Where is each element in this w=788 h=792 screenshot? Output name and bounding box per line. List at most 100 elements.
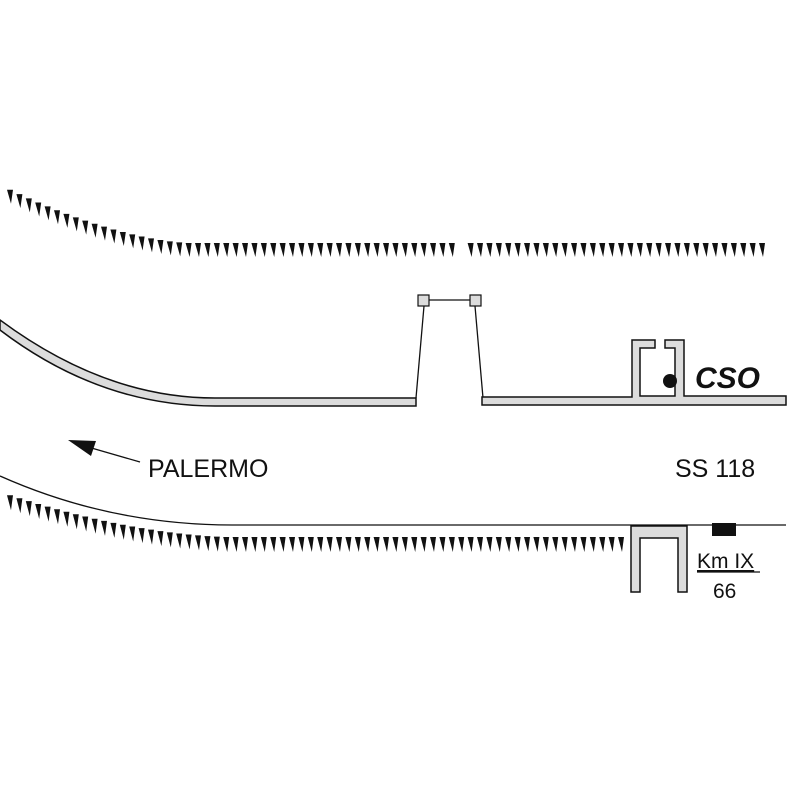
embankment-tick — [608, 243, 615, 257]
embankment-tick — [82, 516, 89, 532]
embankment-tick — [373, 537, 380, 552]
embankment-tick — [223, 536, 230, 552]
embankment-tick — [16, 498, 23, 514]
embankment-tick — [185, 534, 192, 550]
embankment-tick — [54, 210, 60, 225]
bridge-structure — [415, 294, 484, 399]
embankment-tick — [336, 537, 342, 552]
bridge-post-right — [469, 294, 482, 307]
embankment-tick — [101, 520, 107, 536]
embankment-tick — [599, 243, 606, 257]
embankment-tick — [63, 511, 70, 527]
embankment-tick — [702, 243, 709, 257]
embankment-tick — [636, 243, 643, 257]
embankment-tick — [401, 537, 408, 552]
embankment-tick — [204, 536, 211, 552]
embankment-top — [7, 189, 765, 257]
embankment-tick — [129, 526, 136, 542]
embankment-tick — [674, 243, 681, 257]
embankment-tick — [35, 503, 42, 519]
embankment-tick — [552, 243, 559, 257]
embankment-tick — [185, 242, 192, 257]
embankment-tick — [740, 243, 747, 257]
embankment-tick — [467, 537, 474, 552]
embankment-tick — [448, 537, 455, 552]
embankment-tick — [345, 537, 352, 552]
embankment-tick — [270, 243, 277, 257]
embankment-tick — [589, 537, 596, 552]
embankment-tick — [157, 531, 164, 547]
embankment-tick — [383, 537, 389, 552]
embankment-tick — [552, 537, 559, 552]
embankment-tick — [138, 528, 145, 544]
underpass-structure — [630, 525, 688, 593]
embankment-tick — [721, 243, 728, 257]
embankment-tick — [618, 243, 624, 257]
embankment-tick — [232, 243, 239, 257]
direction-arrow — [68, 440, 141, 463]
station-dot — [663, 374, 677, 388]
embankment-tick — [561, 537, 568, 552]
embankment-tick — [82, 220, 89, 235]
km-post-marker — [712, 523, 736, 536]
embankment-tick — [524, 537, 530, 552]
embankment-tick — [646, 243, 653, 257]
embankment-tick — [420, 537, 427, 552]
track-right-segment — [481, 339, 787, 406]
embankment-tick — [542, 243, 549, 257]
embankment-tick — [326, 243, 333, 257]
embankment-tick — [91, 223, 98, 238]
embankment-tick — [392, 243, 399, 257]
embankment-tick — [730, 243, 737, 257]
embankment-tick — [608, 537, 615, 552]
embankment-tick — [486, 537, 493, 552]
embankment-tick — [44, 206, 51, 221]
embankment-tick — [25, 501, 32, 517]
embankment-tick — [242, 537, 248, 552]
embankment-tick — [289, 537, 295, 552]
embankment-tick — [148, 529, 154, 545]
embankment-tick — [580, 243, 587, 257]
embankment-tick — [477, 537, 483, 552]
embankment-tick — [289, 243, 295, 257]
embankment-tick — [298, 243, 305, 257]
embankment-tick — [655, 243, 662, 257]
embankment-tick — [195, 535, 201, 551]
embankment-tick — [383, 243, 389, 257]
embankment-tick — [749, 243, 756, 257]
embankment-tick — [260, 243, 267, 257]
direction-label: PALERMO — [148, 455, 268, 483]
embankment-tick — [505, 537, 512, 552]
embankment-tick — [129, 234, 136, 249]
embankment-tick — [495, 243, 502, 257]
embankment-tick — [411, 537, 418, 552]
embankment-tick — [571, 243, 577, 257]
embankment-tick — [326, 537, 333, 552]
km-value: 66 — [713, 580, 736, 603]
embankment-tick — [251, 243, 258, 257]
embankment-tick — [110, 522, 117, 538]
embankment-tick — [589, 243, 596, 257]
track-left-segment — [0, 319, 417, 407]
embankment-tick — [411, 243, 418, 257]
road-name-label: SS 118 — [675, 455, 755, 483]
embankment-tick — [63, 213, 70, 228]
embankment-tick — [759, 243, 765, 257]
embankment-tick — [213, 536, 220, 552]
embankment-tick — [44, 506, 51, 522]
embankment-tick — [599, 537, 606, 552]
embankment-tick — [251, 537, 258, 552]
embankment-tick — [204, 243, 211, 257]
embankment-tick — [110, 229, 117, 244]
embankment-tick — [580, 537, 587, 552]
embankment-tick — [401, 243, 408, 257]
embankment-tick — [486, 243, 493, 257]
embankment-tick — [571, 537, 577, 552]
embankment-tick — [514, 537, 521, 552]
embankment-tick — [533, 537, 540, 552]
embankment-tick — [195, 243, 201, 257]
embankment-tick — [439, 537, 446, 552]
embankment-tick — [25, 198, 32, 213]
embankment-tick — [91, 518, 98, 534]
